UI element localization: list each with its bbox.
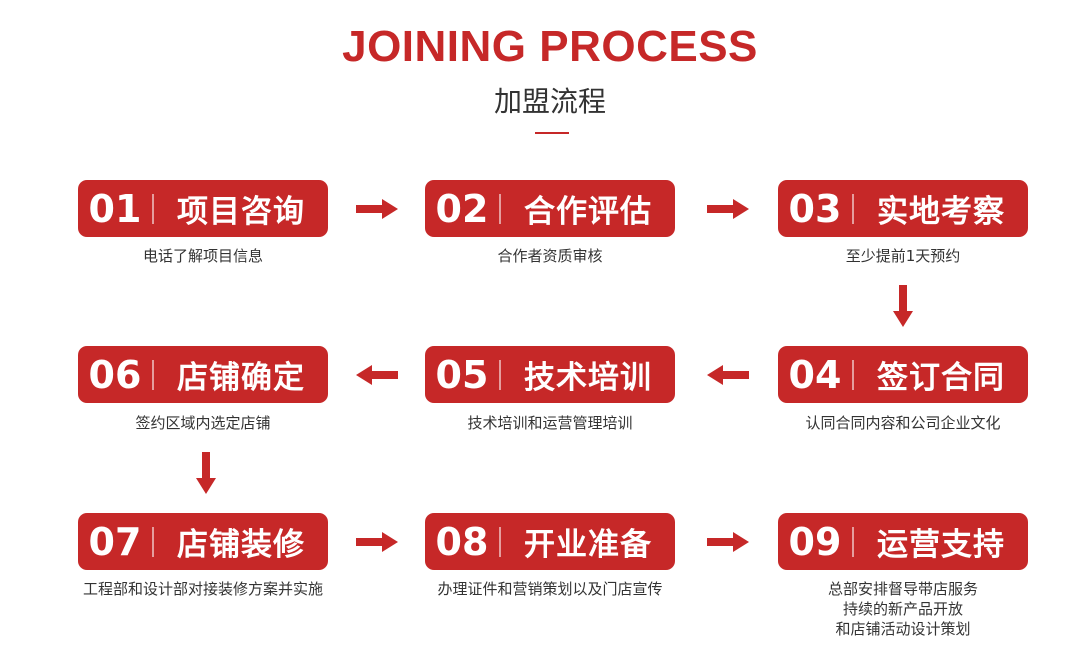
step-name: 开业准备 bbox=[524, 527, 652, 563]
step-description-line: 持续的新产品开放 bbox=[842, 600, 963, 618]
step-description-line: 工程部和设计部对接装修方案并实施 bbox=[82, 580, 323, 598]
step-number: 02 bbox=[435, 186, 489, 231]
step-03-description: 至少提前1天预约 bbox=[758, 246, 1048, 266]
step-number: 04 bbox=[788, 352, 842, 397]
step-description-line: 和店铺活动设计策划 bbox=[835, 620, 971, 638]
step-separator bbox=[152, 526, 154, 557]
arrow-down-icon bbox=[893, 285, 913, 327]
step-description-line: 认同合同内容和公司企业文化 bbox=[805, 414, 1001, 432]
step-description-line: 电话了解项目信息 bbox=[142, 247, 263, 265]
step-number: 05 bbox=[435, 352, 489, 397]
step-separator bbox=[852, 526, 854, 557]
step-number: 09 bbox=[788, 519, 842, 564]
step-07-description: 工程部和设计部对接装修方案并实施 bbox=[58, 579, 348, 599]
step-description-line: 合作者资质审核 bbox=[497, 247, 603, 265]
step-description-line: 签约区域内选定店铺 bbox=[135, 414, 271, 432]
step-name: 合作评估 bbox=[524, 194, 652, 230]
arrow-right-icon bbox=[356, 532, 398, 552]
step-name: 运营支持 bbox=[877, 527, 1005, 563]
step-07-box: 07 店铺装修 bbox=[78, 513, 328, 570]
step-05-box: 05 技术培训 bbox=[425, 346, 675, 403]
step-name: 店铺确定 bbox=[177, 360, 305, 396]
step-02-box: 02 合作评估 bbox=[425, 180, 675, 237]
step-name: 项目咨询 bbox=[177, 194, 305, 230]
step-06-description: 签约区域内选定店铺 bbox=[58, 413, 348, 433]
step-separator bbox=[852, 193, 854, 224]
step-description-line: 总部安排督导带店服务 bbox=[827, 580, 978, 598]
step-01-description: 电话了解项目信息 bbox=[58, 246, 348, 266]
step-name: 店铺装修 bbox=[177, 527, 305, 563]
step-separator bbox=[499, 526, 501, 557]
step-separator bbox=[152, 359, 154, 390]
arrow-right-icon bbox=[707, 199, 749, 219]
arrow-right-icon bbox=[356, 199, 398, 219]
step-description-line: 技术培训和运营管理培训 bbox=[467, 414, 633, 432]
step-number: 06 bbox=[88, 352, 142, 397]
step-06-box: 06 店铺确定 bbox=[78, 346, 328, 403]
step-01-box: 01 项目咨询 bbox=[78, 180, 328, 237]
arrow-down-icon bbox=[196, 452, 216, 494]
step-04-box: 04 签订合同 bbox=[778, 346, 1028, 403]
step-name: 签订合同 bbox=[877, 360, 1005, 396]
step-name: 实地考察 bbox=[877, 194, 1005, 230]
step-description-line: 至少提前1天预约 bbox=[845, 247, 961, 265]
page-title: JOINING PROCESS bbox=[342, 22, 758, 71]
step-08-box: 08 开业准备 bbox=[425, 513, 675, 570]
step-09-description: 总部安排督导带店服务 持续的新产品开放 和店铺活动设计策划 bbox=[758, 579, 1048, 639]
step-separator bbox=[152, 193, 154, 224]
step-number: 03 bbox=[788, 186, 842, 231]
step-09-box: 09 运营支持 bbox=[778, 513, 1028, 570]
step-separator bbox=[852, 359, 854, 390]
step-08-description: 办理证件和营销策划以及门店宣传 bbox=[405, 579, 695, 599]
arrow-right-icon bbox=[707, 532, 749, 552]
step-03-box: 03 实地考察 bbox=[778, 180, 1028, 237]
step-separator bbox=[499, 359, 501, 390]
step-number: 07 bbox=[88, 519, 142, 564]
page-subtitle: 加盟流程 bbox=[493, 85, 606, 118]
step-05-description: 技术培训和运营管理培训 bbox=[405, 413, 695, 433]
arrow-left-icon bbox=[707, 365, 749, 385]
step-number: 08 bbox=[435, 519, 489, 564]
step-02-description: 合作者资质审核 bbox=[405, 246, 695, 266]
step-name: 技术培训 bbox=[524, 360, 652, 396]
title-divider bbox=[535, 132, 569, 134]
step-number: 01 bbox=[88, 186, 142, 231]
step-description-line: 办理证件和营销策划以及门店宣传 bbox=[437, 580, 663, 598]
step-04-description: 认同合同内容和公司企业文化 bbox=[758, 413, 1048, 433]
arrow-left-icon bbox=[356, 365, 398, 385]
step-separator bbox=[499, 193, 501, 224]
